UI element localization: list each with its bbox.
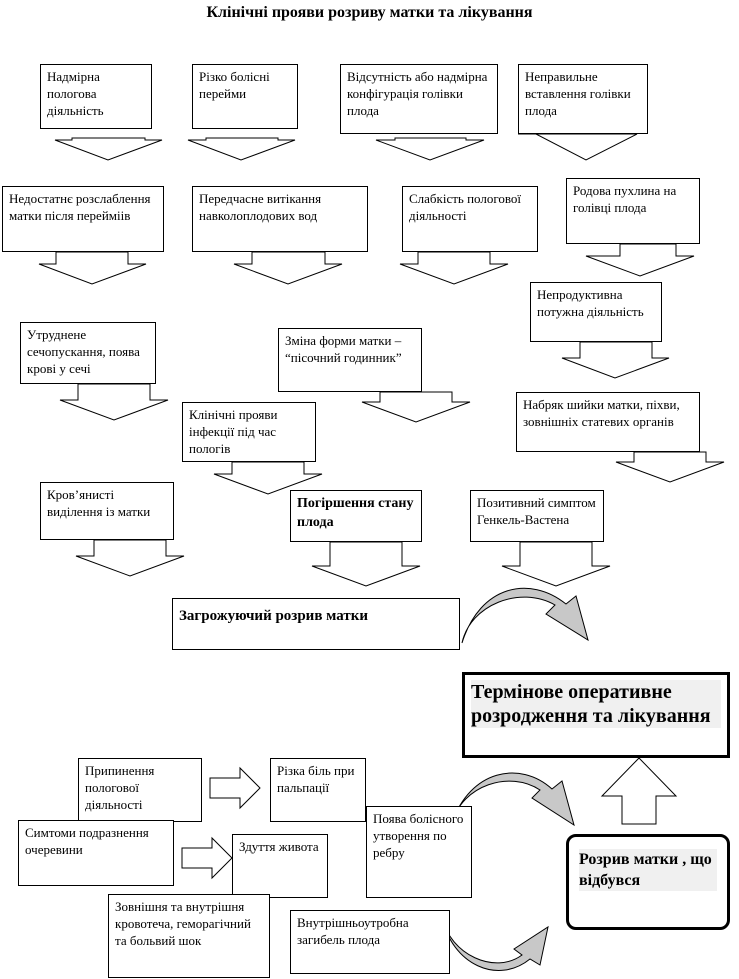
box-water-leak: Передчасне витікання навколоплодових вод	[192, 186, 368, 252]
box-infection-signs: Клінічні прояви інфекції під час пологів	[182, 402, 316, 462]
rupture-occurred-label: Розрив матки , що відбувся	[579, 849, 717, 891]
curved-arrow	[451, 772, 575, 827]
down-arrow	[59, 383, 169, 421]
curved-arrow	[461, 587, 589, 644]
box-urgent-surgery: Термінове оперативне розродження та ліку…	[462, 672, 730, 758]
box-threatening-rupture: Загрожуючий розрив матки	[172, 598, 460, 650]
down-arrow	[561, 341, 670, 379]
down-arrow	[361, 391, 471, 423]
box-fetal-condition: Погіршення стану плода	[290, 490, 422, 542]
box-fetal-death: Внутрішньоутробна загибель плода	[290, 910, 450, 974]
down-arrow	[233, 251, 343, 285]
box-unproductive-pushing: Непродуктивна потужна діяльність	[530, 282, 662, 342]
curved-arrow	[441, 916, 549, 971]
box-excessive-labor: Надмірна пологова діяльність	[40, 64, 152, 129]
box-weak-labor: Слабкість пологової діяльності	[402, 186, 538, 252]
urgent-surgery-label: Термінове оперативне розродження та ліку…	[471, 680, 721, 728]
box-head-configuration: Відсутність або надмірна конфігурація го…	[340, 64, 498, 134]
box-painful-formation: Поява болісного утворення по ребру	[366, 806, 472, 898]
down-arrow	[75, 539, 185, 577]
down-arrow	[501, 541, 611, 587]
box-genkel-vasten: Позитивний симптом Генкель-Вастена	[470, 490, 604, 542]
box-birth-tumor: Родова пухлина на голівці плода	[566, 178, 700, 244]
box-labor-stop: Припинення пологової діяльності	[78, 758, 202, 822]
right-arrow	[181, 836, 233, 880]
box-bleeding-shock: Зовнішня та внутрішня кровотеча, гемораг…	[108, 894, 270, 978]
box-painful-contractions: Різко болісні перейми	[192, 64, 298, 129]
box-bloody-discharge: Кров’янисті виділення із матки	[40, 482, 174, 540]
box-urination: Утруднене сечопускання, поява крові у се…	[20, 322, 156, 384]
box-bloating: Здуття живота	[232, 834, 328, 898]
box-rupture-occurred: Розрив матки , що відбувся	[566, 834, 730, 930]
box-uterus-relaxation: Недостатнє розслаблення матки після пере…	[2, 186, 164, 252]
down-arrow	[311, 541, 421, 587]
down-arrow	[615, 451, 725, 483]
down-arrow	[375, 137, 485, 161]
down-arrow	[399, 251, 509, 285]
down-arrow	[518, 133, 638, 161]
down-arrow	[187, 137, 296, 161]
box-cervix-edema: Набряк шийки матки, піхви, зовнішніх ста…	[516, 392, 700, 452]
diagram-title: Клінічні прояви розриву матки та лікуван…	[206, 4, 533, 21]
box-head-insertion: Неправильне вставлення голівки плода	[518, 64, 648, 134]
down-arrow	[213, 461, 323, 495]
down-arrow	[54, 137, 163, 161]
right-arrow	[209, 766, 261, 810]
box-sharp-pain: Різка біль при пальпації	[270, 758, 366, 822]
box-hourglass-uterus: Зміна форми матки – “пісочний годинник”	[278, 328, 422, 392]
box-peritoneum-irritation: Симтоми подразнення очеревини	[18, 820, 174, 886]
threatening-rupture-label: Загрожуючий розрив матки	[179, 608, 369, 624]
up-arrow	[600, 757, 678, 825]
down-arrow	[585, 243, 695, 277]
down-arrow	[38, 251, 147, 285]
